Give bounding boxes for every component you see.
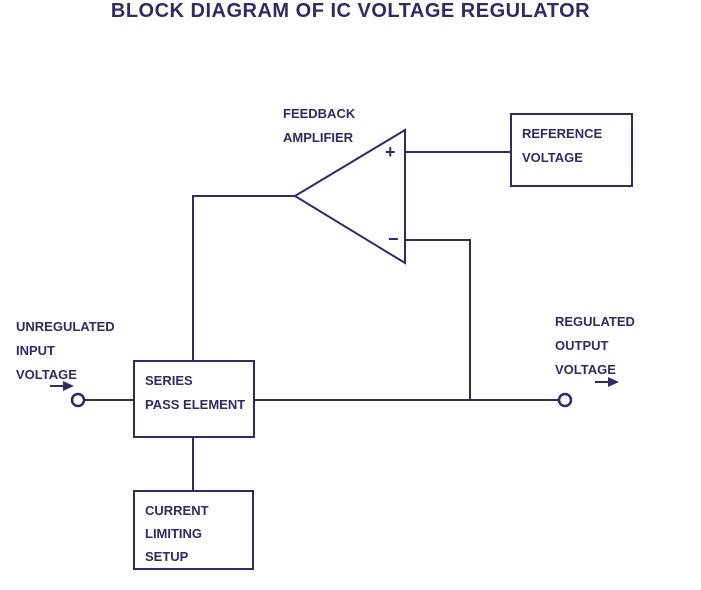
output-voltage-line1: REGULATED <box>555 314 635 329</box>
input-voltage-line1: UNREGULATED <box>16 319 115 334</box>
feedback-amplifier-label-line2: AMPLIFIER <box>283 130 354 145</box>
series-pass-line1: SERIES <box>145 373 193 388</box>
current-limiting-line1: CURRENT <box>145 503 209 518</box>
input-voltage-label: UNREGULATED INPUT VOLTAGE <box>16 315 115 387</box>
feedback-amplifier-label-line1: FEEDBACK <box>283 106 356 121</box>
sense-wire <box>405 239 471 400</box>
series-pass-element-box: SERIES PASS ELEMENT <box>133 360 255 438</box>
opamp-triangle <box>293 128 406 265</box>
feedback-amplifier-label: FEEDBACK AMPLIFIER <box>283 102 355 150</box>
reference-voltage-box: REFERENCE VOLTAGE <box>510 113 633 187</box>
current-limiting-box: CURRENT LIMITING SETUP <box>133 490 254 570</box>
current-limiting-line2: LIMITING <box>145 526 203 541</box>
current-limiting-line3: SETUP <box>145 549 189 564</box>
output-voltage-label: REGULATED OUTPUT VOLTAGE <box>555 310 635 382</box>
output-voltage-line2: OUTPUT <box>555 338 609 353</box>
input-terminal <box>70 392 86 408</box>
output-voltage-line3: VOLTAGE <box>555 362 616 377</box>
reference-voltage-line1: REFERENCE <box>522 126 603 141</box>
diagram-title: BLOCK DIAGRAM OF IC VOLTAGE REGULATOR <box>110 0 591 22</box>
input-voltage-line3: VOLTAGE <box>16 367 77 382</box>
input-arrow-icon <box>50 381 74 391</box>
series-pass-line2: PASS ELEMENT <box>145 397 246 412</box>
feedback-wire <box>192 195 295 362</box>
output-terminal <box>557 392 573 408</box>
minus-input-label: − <box>388 229 399 249</box>
reference-voltage-line2: VOLTAGE <box>522 150 583 165</box>
output-arrow-icon <box>595 377 619 387</box>
input-voltage-line2: INPUT <box>16 343 55 358</box>
plus-input-label: + <box>385 142 396 162</box>
